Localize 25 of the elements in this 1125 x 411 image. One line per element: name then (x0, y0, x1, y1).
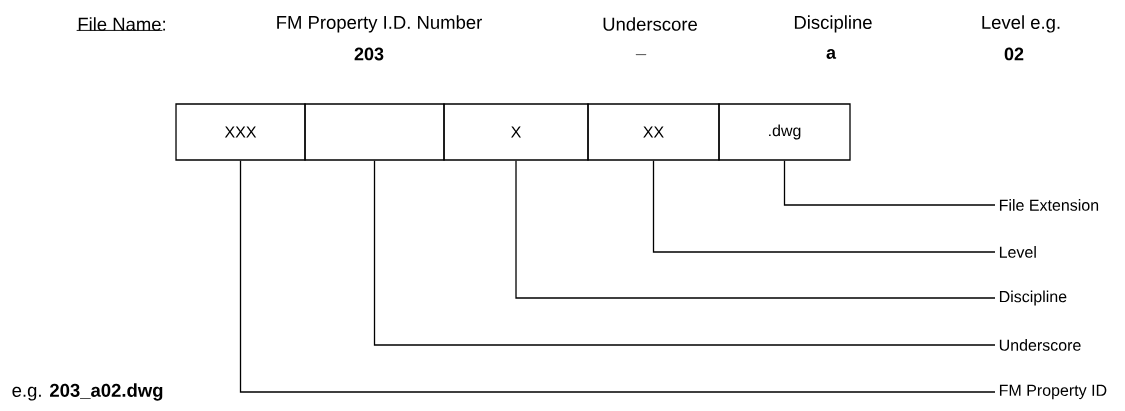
field-heading: Level e.g. (982, 15, 1060, 33)
field-heading: Underscore (603, 17, 697, 31)
leader-label: FM Property ID (999, 384, 1107, 400)
name-cell: XXX (175, 103, 306, 161)
leader-line (373, 160, 996, 346)
example-filename: e.g. 203_a02.dwg (12, 383, 163, 401)
example-value: a (826, 49, 837, 59)
file-name-heading: File Name: (76, 17, 165, 31)
leader-label: Underscore (999, 339, 1081, 351)
name-cell: XX (587, 103, 720, 161)
example-value: _ (635, 54, 647, 56)
leader-line (239, 160, 996, 393)
name-cell: X (443, 103, 589, 161)
field-heading: Discipline (794, 15, 872, 33)
leader-line (515, 160, 996, 299)
leader-label: File Extension (999, 199, 1099, 211)
leader-line (652, 160, 996, 253)
leader-label: Level (999, 246, 1036, 258)
leader-label: Discipline (999, 290, 1067, 306)
empty-cell (304, 103, 445, 161)
name-cell: .dwg (718, 103, 851, 161)
leader-line (783, 160, 996, 206)
field-heading: FM Property I.D. Number (277, 15, 482, 33)
example-value: 203 (354, 47, 384, 61)
example-value: 02 (1004, 47, 1024, 61)
